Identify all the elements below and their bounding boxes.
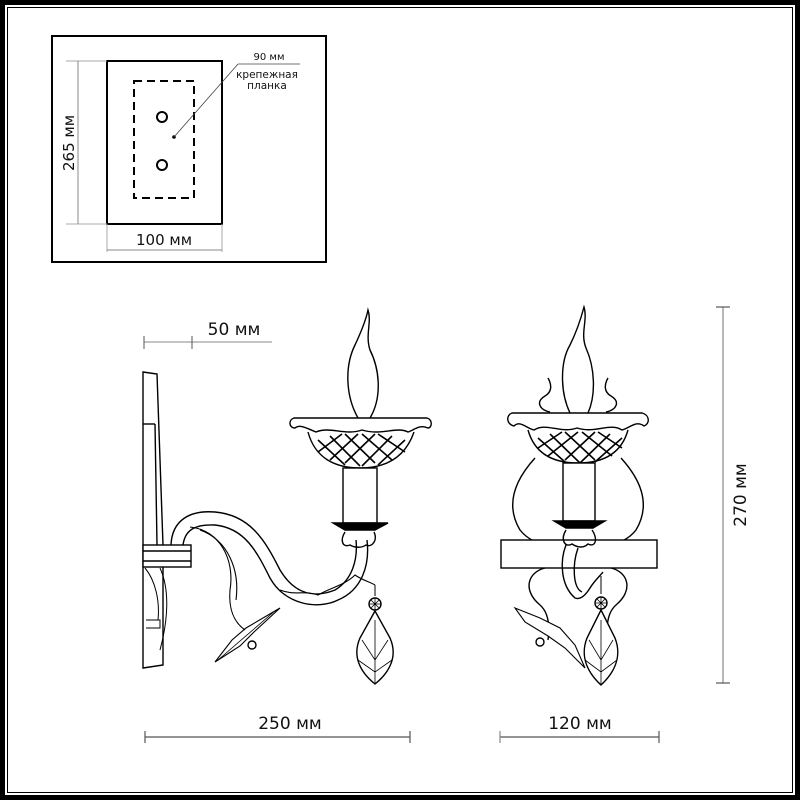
screw-hole-icon: [156, 111, 168, 123]
plate-caption-line2: планка: [247, 80, 287, 92]
plate-width-label: 90 мм: [254, 52, 285, 63]
inset-panel: [51, 35, 327, 263]
front-view: [500, 304, 658, 686]
side-width-dimension: [144, 731, 411, 743]
side-view: [142, 307, 432, 685]
mounting-plate-dashed: [133, 80, 195, 199]
screw-hole-icon: [156, 159, 168, 171]
inner-frame: [7, 7, 793, 793]
inset-height-label: 265 мм: [60, 115, 78, 171]
plate-caption-line1: крепежная: [236, 69, 298, 81]
front-width-dimension: [499, 731, 660, 743]
front-width-label: 120 мм: [548, 714, 612, 734]
inset-width-label: 100 мм: [136, 231, 192, 249]
depth-label: 50 мм: [208, 320, 261, 340]
backplate-outline: [106, 60, 223, 225]
side-width-label: 250 мм: [258, 714, 322, 734]
height-dimension: [716, 306, 730, 684]
height-label: 270 мм: [731, 463, 751, 527]
